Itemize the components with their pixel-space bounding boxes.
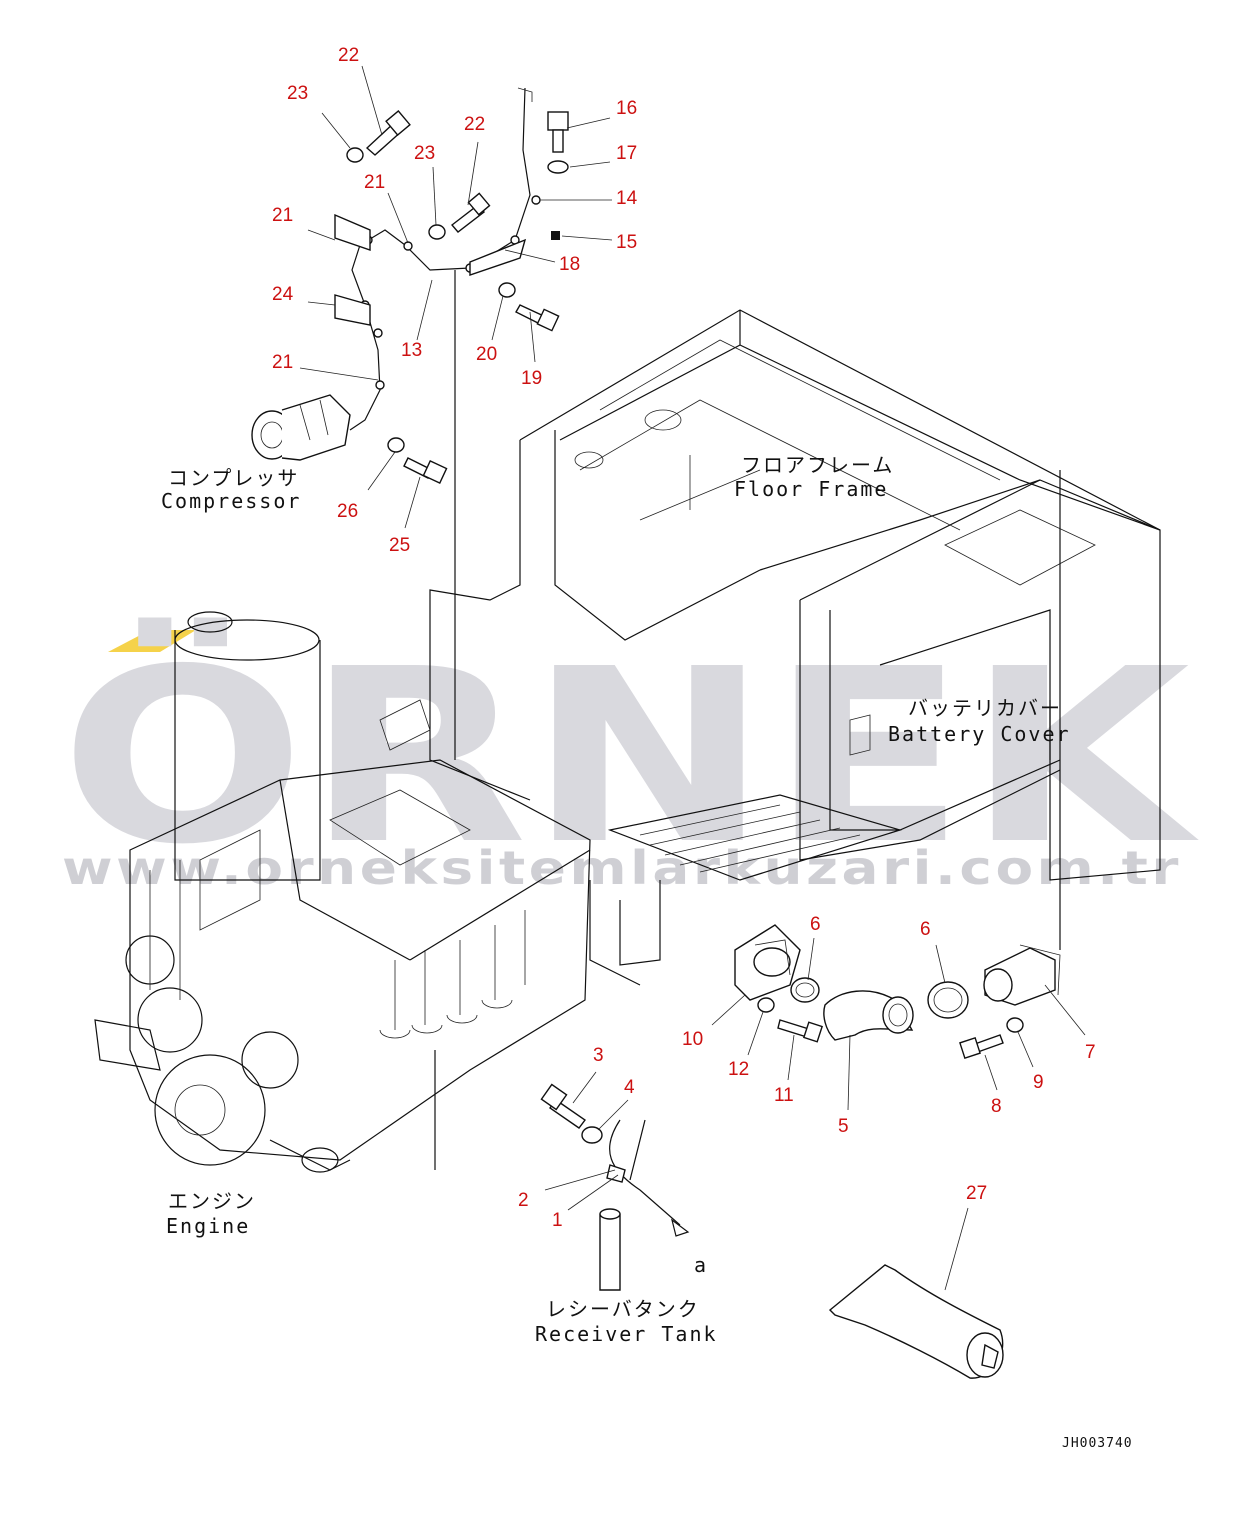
callout-25: 25	[389, 535, 410, 556]
battery-cover-label-en: Battery Cover	[888, 722, 1071, 746]
callout-1: 1	[552, 1210, 563, 1231]
callout-17: 17	[616, 143, 637, 164]
callout-12: 12	[728, 1059, 749, 1080]
callout-10: 10	[682, 1029, 703, 1050]
watermark-accent-icon	[108, 630, 196, 652]
compressor-label-jp: コンプレッサ	[168, 466, 299, 490]
callout-23-top: 23	[287, 83, 308, 104]
callout-3: 3	[593, 1045, 604, 1066]
floor-frame-label-en: Floor Frame	[734, 477, 888, 501]
engine-label-en: Engine	[166, 1214, 250, 1238]
callout-21-upper: 21	[364, 172, 385, 193]
callout-11: 11	[774, 1085, 794, 1106]
callout-4: 4	[624, 1077, 635, 1098]
leader-lines	[299, 65, 1086, 1291]
callout-19: 19	[521, 368, 542, 389]
callout-7: 7	[1085, 1042, 1096, 1063]
callout-2: 2	[518, 1190, 529, 1211]
drawing-code: JH003740	[1062, 1436, 1133, 1451]
step-plate-pattern	[639, 804, 861, 873]
floor-frame-drawing	[429, 309, 1161, 986]
callout-22-middle: 22	[464, 114, 485, 135]
grease-tube	[828, 1264, 1004, 1379]
callout-9: 9	[1033, 1072, 1044, 1093]
arrow-a-label: a	[694, 1253, 708, 1277]
callout-18: 18	[559, 254, 580, 275]
battery-cover-label-jp: バッテリカバー	[908, 696, 1062, 720]
receiver-tank-label-jp: レシーバタンク	[546, 1297, 700, 1321]
engine-drawing	[94, 611, 591, 1173]
callout-21-lower: 21	[272, 352, 293, 373]
fasteners	[346, 109, 626, 1291]
callout-20: 20	[476, 344, 497, 365]
component-labels: コンプレッサ Compressor フロアフレーム Floor Frame バッ…	[161, 453, 1133, 1451]
callout-23-middle: 23	[414, 143, 435, 164]
callout-13: 13	[401, 340, 422, 361]
pipe-parts	[734, 924, 1061, 1059]
callout-6-right: 6	[920, 919, 931, 940]
callout-24: 24	[272, 284, 294, 305]
callout-22-top: 22	[338, 45, 359, 66]
floor-frame-label-jp: フロアフレーム	[741, 453, 894, 477]
receiver-tank-label-en: Receiver Tank	[535, 1322, 718, 1346]
callout-26: 26	[337, 501, 358, 522]
watermark-brand: ÖRNEK	[60, 616, 1200, 897]
callout-27: 27	[966, 1183, 987, 1204]
watermark: ÖRNEK www.orneksitemlarkuzari.com.tr	[60, 616, 1200, 897]
callout-8: 8	[991, 1096, 1002, 1117]
callout-numbers: 22 23 22 23 21 21 24 21 13 16 17 14 15 1…	[272, 45, 1096, 1231]
compressor-label-en: Compressor	[161, 489, 301, 513]
wire-harness	[334, 87, 541, 431]
callout-21-left: 21	[272, 205, 293, 226]
callout-6-left: 6	[810, 914, 821, 935]
callout-15: 15	[616, 232, 637, 253]
compressor-drawing	[251, 394, 351, 461]
watermark-url: www.orneksitemlarkuzari.com.tr	[62, 841, 1182, 895]
callout-5: 5	[838, 1116, 849, 1137]
engine-label-jp: エンジン	[168, 1189, 256, 1213]
callout-16: 16	[616, 98, 637, 119]
hose-routing	[434, 270, 690, 1237]
callout-14: 14	[616, 188, 638, 209]
